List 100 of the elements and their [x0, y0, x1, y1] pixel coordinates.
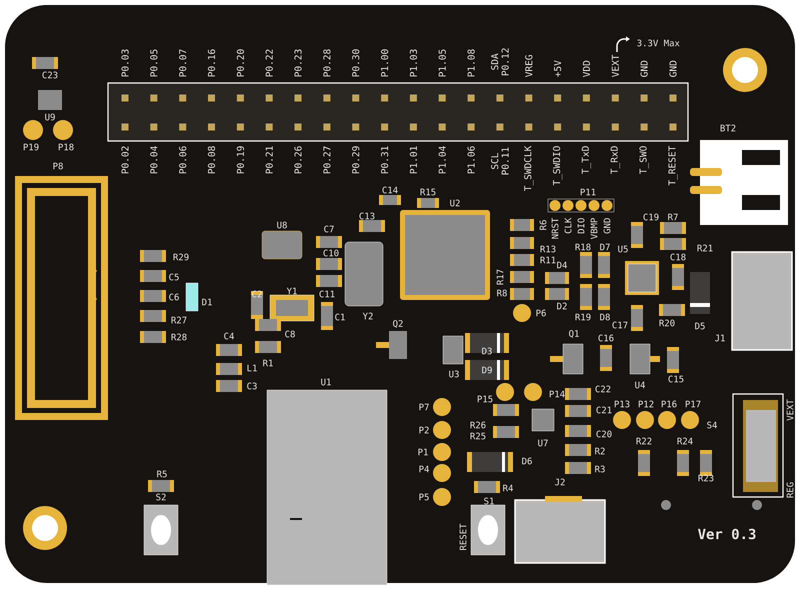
component-label: D6	[522, 458, 532, 464]
pin-label: P1.06	[468, 146, 475, 174]
component-label: C20	[596, 430, 612, 438]
component-label: P7	[419, 404, 429, 410]
component-label: C23	[42, 72, 58, 78]
pin-label: GND	[669, 60, 677, 77]
component-label: C4	[224, 332, 234, 340]
pin-label: P0.31	[381, 146, 388, 174]
component-label: C6	[169, 294, 179, 300]
component-label: C2	[252, 290, 262, 298]
component-label: P5	[419, 494, 429, 500]
component-label: P11	[580, 188, 596, 196]
component-label: D7	[600, 244, 610, 250]
component-label: P8	[53, 162, 63, 170]
component-label: R17	[496, 270, 504, 284]
component-label: R6	[540, 220, 546, 230]
component-label: P4	[419, 466, 429, 472]
component-label: D9	[482, 366, 492, 374]
component-label: C1	[335, 314, 345, 320]
pin-label: P0.06	[179, 146, 186, 174]
component-label: S2	[156, 494, 166, 500]
component-label: R22	[636, 438, 652, 444]
component-label: REG	[786, 482, 794, 498]
component-label: R26	[470, 422, 486, 428]
component-label: Q1	[569, 330, 579, 338]
pin-label: P0.30	[352, 49, 360, 76]
pin-label: +5V	[554, 60, 562, 77]
component-label: R29	[174, 254, 188, 260]
pin-label: P0.08	[208, 146, 216, 174]
pin-label: P0.03	[121, 50, 129, 76]
voltage-note: 3.3V Max	[637, 40, 680, 46]
pin-label: VREG	[525, 55, 532, 78]
component-label: P12	[638, 400, 654, 408]
pin-label: P0.02	[121, 146, 129, 174]
component-label: U7	[538, 440, 548, 446]
component-label: R15	[420, 188, 436, 196]
component-label: D5	[695, 322, 705, 330]
pin-label: P0.26	[294, 146, 302, 174]
pin-label: T_SWDIO	[552, 146, 562, 186]
component-label: R19	[576, 314, 590, 320]
component-label: U1	[321, 378, 331, 386]
pin-label: CLK	[564, 218, 572, 234]
pin-label: VEXT	[612, 54, 619, 78]
component-label: J2	[555, 478, 565, 486]
pin-label: P0.21	[266, 146, 273, 174]
component-label: U4	[635, 382, 645, 388]
pin-label: VBMP	[590, 218, 598, 240]
pin-label: SDA P0.12	[491, 48, 509, 76]
component-label: BT2	[720, 124, 736, 132]
component-label: L1	[248, 364, 257, 372]
pin-label: P0.27	[323, 146, 330, 174]
component-label: R13	[540, 246, 556, 252]
component-label: P14	[550, 390, 565, 398]
component-label: J1	[715, 334, 725, 342]
component-label: C13	[360, 212, 374, 220]
component-label: C7	[324, 226, 334, 232]
component-label: S4	[707, 422, 717, 428]
component-label: C10	[324, 250, 339, 256]
component-label: P17	[686, 400, 700, 408]
pin-label: P0.29	[352, 146, 360, 174]
component-label: C22	[596, 386, 610, 392]
component-label: Y1	[286, 288, 297, 294]
pin-label: DIO	[578, 218, 584, 234]
component-label: D8	[600, 314, 610, 320]
component-label: R5	[157, 470, 167, 478]
pin-label: GND	[640, 60, 648, 77]
component-label: R7	[668, 214, 678, 220]
pin-label: P0.28	[323, 49, 330, 76]
pin-label: P0.16	[208, 49, 216, 76]
component-label: R23	[698, 474, 714, 482]
component-label: P16	[662, 400, 677, 408]
component-label: R3	[595, 466, 605, 472]
component-label: D1	[202, 298, 212, 306]
component-label: R24	[678, 438, 693, 444]
component-label: P19	[24, 144, 38, 150]
component-label: D4	[557, 262, 567, 268]
component-label: R27	[172, 316, 186, 324]
component-label: R4	[503, 484, 513, 492]
component-label: R8	[497, 290, 507, 296]
component-label: R21	[698, 244, 712, 252]
pin-label: P0.20	[236, 49, 244, 76]
pin-label: VDD	[582, 60, 590, 78]
component-label: R20	[660, 320, 675, 326]
component-label: C15	[668, 376, 684, 382]
component-label: R2	[595, 448, 605, 454]
component-label: Y2	[362, 312, 373, 320]
component-label: R11	[540, 256, 556, 264]
component-label: P15	[478, 396, 492, 402]
component-label: U8	[277, 222, 287, 228]
pin-label: P0.23	[294, 50, 302, 76]
version-label: Ver 0.3	[698, 528, 756, 540]
pin-label: T_SWDCLK	[524, 146, 534, 192]
pin-label: P1.00	[381, 49, 388, 76]
component-label: C17	[612, 322, 628, 328]
component-label: U9	[45, 114, 55, 120]
component-label: C8	[285, 330, 295, 338]
component-label: RESET	[460, 524, 466, 550]
pin-label: P1.08	[468, 49, 475, 76]
pin-label: P1.05	[438, 50, 446, 76]
component-label: R1	[263, 360, 273, 366]
